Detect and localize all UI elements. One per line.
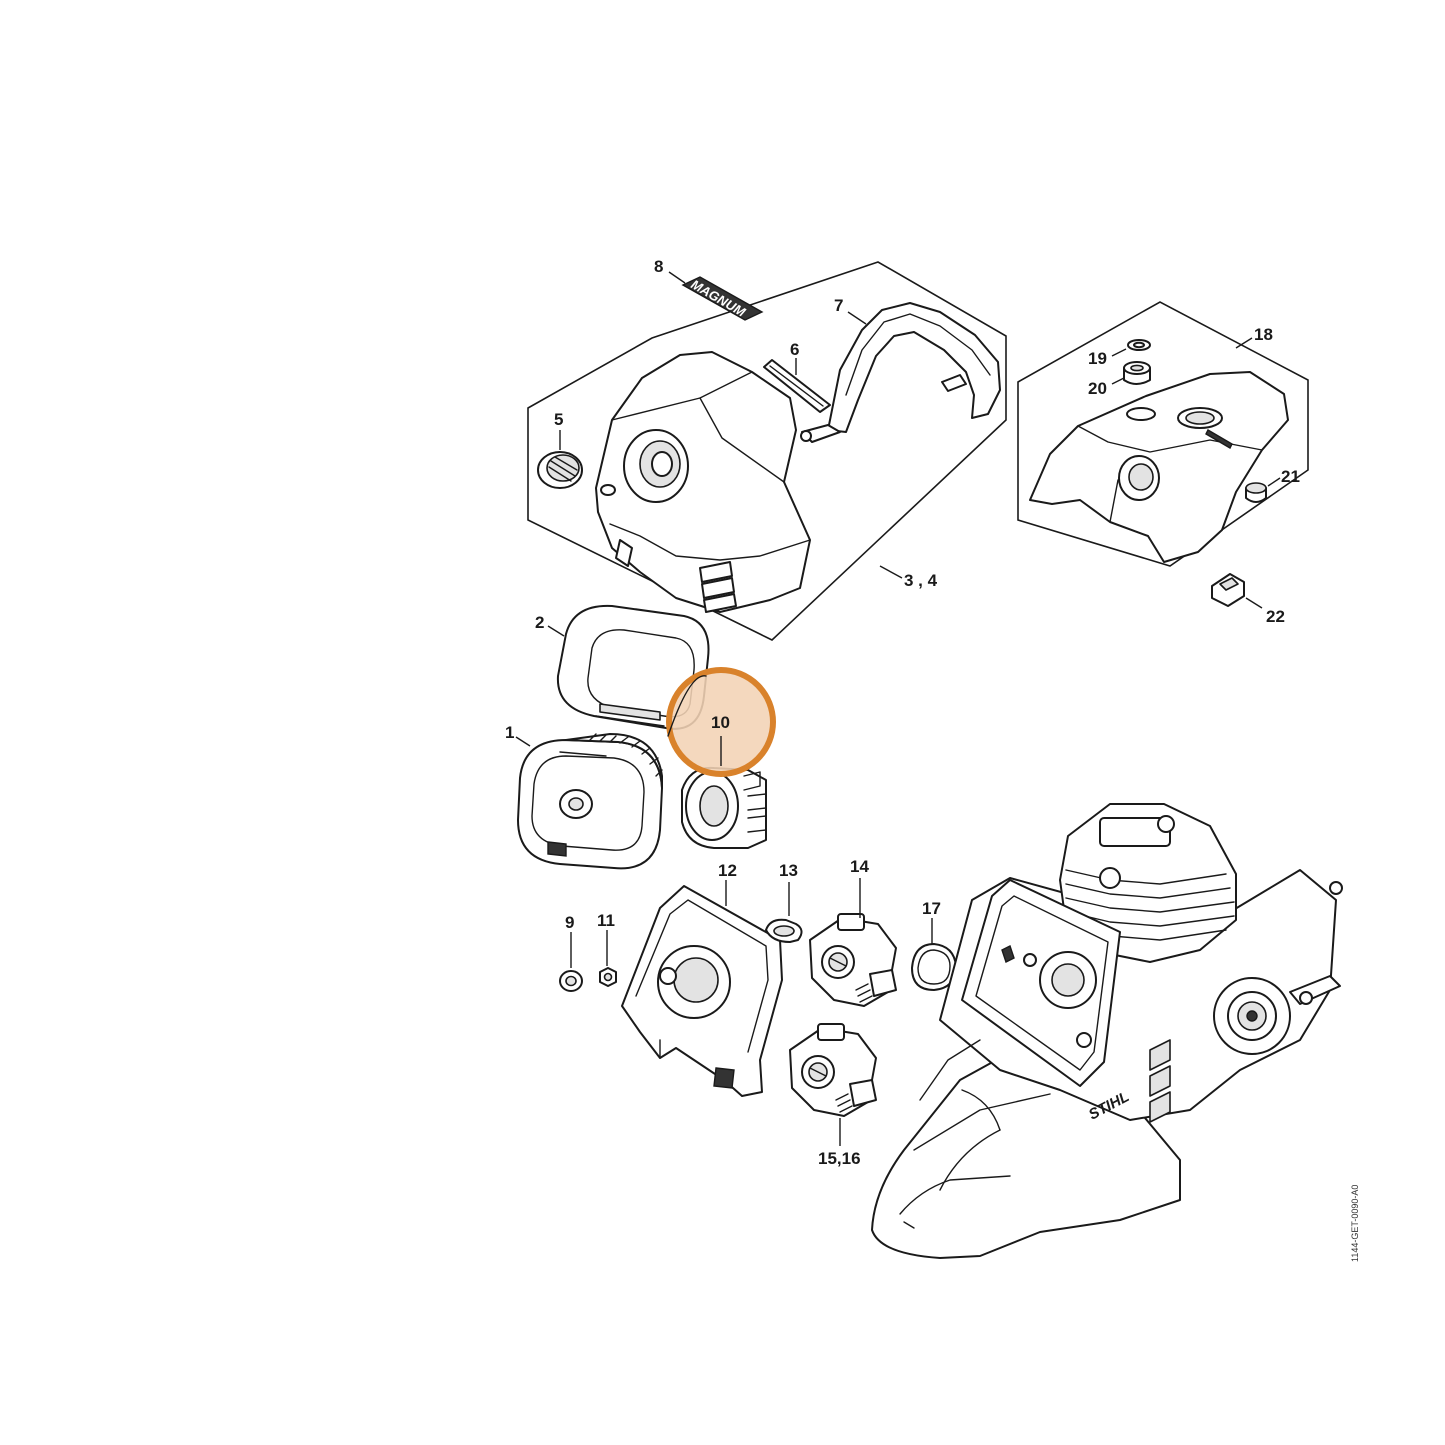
highlight-circle-10 xyxy=(666,667,776,777)
leader-20 xyxy=(1111,377,1125,385)
part-14-carburetor[interactable] xyxy=(809,913,897,1007)
callout-20[interactable]: 20 xyxy=(1088,379,1107,398)
callout-3-4[interactable]: 3 , 4 xyxy=(904,571,938,590)
part-21-plug[interactable] xyxy=(1245,482,1267,503)
part-1-air-filter[interactable] xyxy=(517,733,663,870)
part-13-gasket[interactable] xyxy=(765,918,803,943)
part-3-4-shroud[interactable] xyxy=(595,351,811,613)
part-22-clip[interactable] xyxy=(1211,573,1245,607)
callout-7[interactable]: 7 xyxy=(834,296,843,315)
leader-18 xyxy=(1235,337,1253,349)
callout-6[interactable]: 6 xyxy=(790,340,799,359)
magnum-badge-text: MAGNUM xyxy=(689,277,749,321)
callout-15-16[interactable]: 15,16 xyxy=(818,1149,861,1168)
part-10-intake-ring[interactable] xyxy=(681,766,767,849)
leader-8 xyxy=(668,271,686,284)
saw-body: STIHL xyxy=(871,803,1343,1259)
part-11-nut[interactable] xyxy=(599,967,617,987)
leader-7 xyxy=(847,311,867,325)
shroud-group-frame xyxy=(527,261,1007,641)
callout-13[interactable]: 13 xyxy=(779,861,798,880)
callout-2[interactable]: 2 xyxy=(535,613,544,632)
callout-17[interactable]: 17 xyxy=(922,899,941,918)
leader-2 xyxy=(547,625,565,637)
callout-9[interactable]: 9 xyxy=(565,913,574,932)
side-vents xyxy=(1149,1039,1171,1123)
callout-11[interactable]: 11 xyxy=(597,911,615,930)
callout-8[interactable]: 8 xyxy=(654,257,663,276)
callout-19[interactable]: 19 xyxy=(1088,349,1107,368)
top-cover-group-frame xyxy=(1017,301,1309,567)
part-20-grommet[interactable] xyxy=(1123,361,1151,385)
reference-code: 1144-GET-0090-A0 xyxy=(1350,1185,1360,1262)
part-19-washer[interactable] xyxy=(1127,339,1151,351)
callout-12[interactable]: 12 xyxy=(718,861,737,880)
filter-pleats xyxy=(589,733,663,777)
callout-18[interactable]: 18 xyxy=(1254,325,1273,344)
part-7-rail[interactable] xyxy=(800,302,1001,443)
callout-14[interactable]: 14 xyxy=(850,857,869,876)
part-6-strip[interactable] xyxy=(763,359,831,413)
part-5-knob[interactable] xyxy=(537,451,583,489)
part-15-16-carburetor[interactable] xyxy=(789,1023,877,1117)
callout-5[interactable]: 5 xyxy=(554,410,563,429)
leader-1 xyxy=(515,736,531,747)
leader-21 xyxy=(1267,477,1281,487)
filter-band-edge-through-highlight xyxy=(667,675,707,737)
leader-19 xyxy=(1111,348,1127,357)
part-12-filter-base[interactable] xyxy=(621,885,783,1097)
callout-22[interactable]: 22 xyxy=(1266,607,1285,626)
leader-3-4 xyxy=(879,565,903,579)
part-18-top-cover[interactable] xyxy=(1029,371,1289,563)
callout-21[interactable]: 21 xyxy=(1281,467,1300,486)
part-9-washer[interactable] xyxy=(559,970,583,992)
leader-22 xyxy=(1245,597,1263,609)
callout-1[interactable]: 1 xyxy=(505,723,514,742)
callout-10[interactable]: 10 xyxy=(711,713,730,732)
